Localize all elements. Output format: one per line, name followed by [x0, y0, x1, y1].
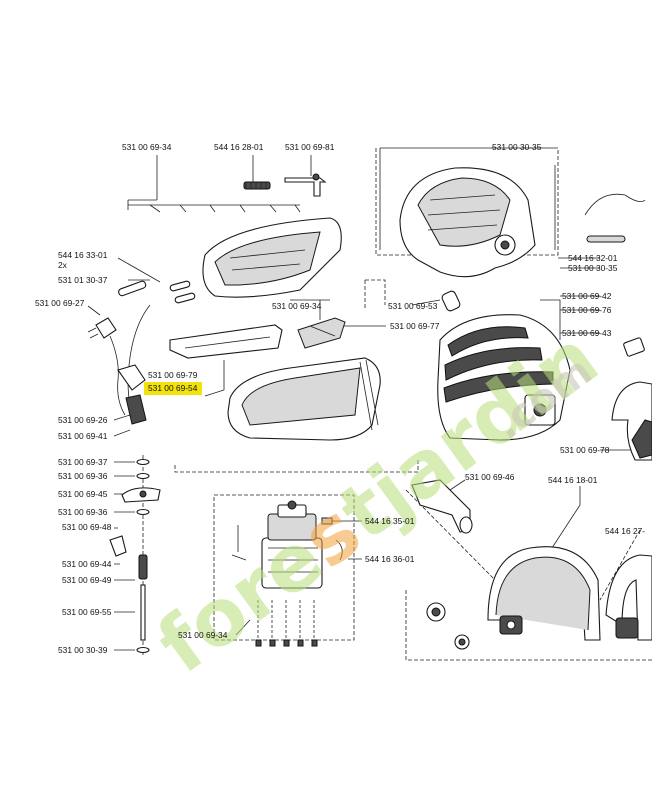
part-label: 531 00 69-53: [388, 301, 438, 311]
part-label: 531 00 69-44: [62, 559, 112, 569]
part-label: 531 00 69-55: [62, 607, 112, 617]
right-bracket-part: [611, 381, 652, 461]
part-label: 531 00 30-35: [568, 263, 618, 273]
part-label: 2x: [58, 260, 68, 270]
switch-pin-part: [284, 173, 327, 197]
part-label: 544 16 28-01: [214, 142, 264, 152]
guide-rail-part: [169, 324, 283, 359]
clip-part: [297, 317, 346, 349]
part-label: 531 00 69-45: [58, 489, 108, 499]
part-label: 531 00 69-34: [178, 630, 228, 640]
shaft-stack-part: [109, 458, 161, 654]
part-label: 531 00 69-41: [58, 431, 108, 441]
part-label: 531 00 69-79: [148, 370, 198, 380]
part-label: 531 00 69-37: [58, 457, 108, 467]
part-label: 544 16 27-: [605, 526, 645, 536]
part-label: 531 00 69-78: [560, 445, 610, 455]
grips-part: [118, 280, 196, 304]
power-cord-part: [87, 304, 151, 425]
cable-wire-part: [584, 193, 646, 243]
part-label: 531 00 69-34: [122, 142, 172, 152]
handle-cover-part: [202, 217, 342, 298]
rear-guard-part: [605, 554, 652, 641]
part-label-highlighted: 531 00 69-54: [148, 383, 198, 393]
part-labels: 531 00 69-34 544 16 28-01 531 00 69-81 5…: [35, 142, 645, 655]
part-label: 531 00 69-48: [62, 522, 112, 532]
front-guard-part: [487, 546, 601, 641]
part-label: 544 16 35-01: [365, 516, 415, 526]
terminal-plug-part: [623, 337, 645, 357]
bar-cover-part: [227, 357, 381, 441]
part-label: 531 00 30-39: [58, 645, 108, 655]
part-label: 531 00 69-77: [390, 321, 440, 331]
part-label: 531 00 69-49: [62, 575, 112, 585]
part-label: 544 16 18-01: [548, 475, 598, 485]
small-cap-part: [441, 290, 461, 312]
part-label: 531 00 69-81: [285, 142, 335, 152]
striped-cover-part: [437, 314, 571, 441]
highlight-box: [144, 382, 202, 395]
part-label: 531 00 69-36: [58, 471, 108, 481]
knob-part: [426, 602, 470, 650]
part-label: 544 16 32-01: [568, 253, 618, 263]
part-label: 531 00 69-27: [35, 298, 85, 308]
part-label: 544 16 36-01: [365, 554, 415, 564]
part-label: 531 00 69-46: [465, 472, 515, 482]
spring-part: [243, 181, 271, 190]
part-label: 531 01 30-37: [58, 275, 108, 285]
deflector-part: [411, 479, 473, 534]
part-label: 531 00 69-26: [58, 415, 108, 425]
electric-motor-part: [231, 500, 343, 647]
part-label: 531 00 69-76: [562, 305, 612, 315]
part-label: 531 00 69-36: [58, 507, 108, 517]
part-label: 531 00 69-42: [562, 291, 612, 301]
part-label: 544 16 33-01: [58, 250, 108, 260]
part-label: 531 00 69-34: [272, 301, 322, 311]
part-label: 531 00 30-35: [492, 142, 542, 152]
motor-housing-part: [399, 167, 536, 278]
part-label: 531 00 69-43: [562, 328, 612, 338]
